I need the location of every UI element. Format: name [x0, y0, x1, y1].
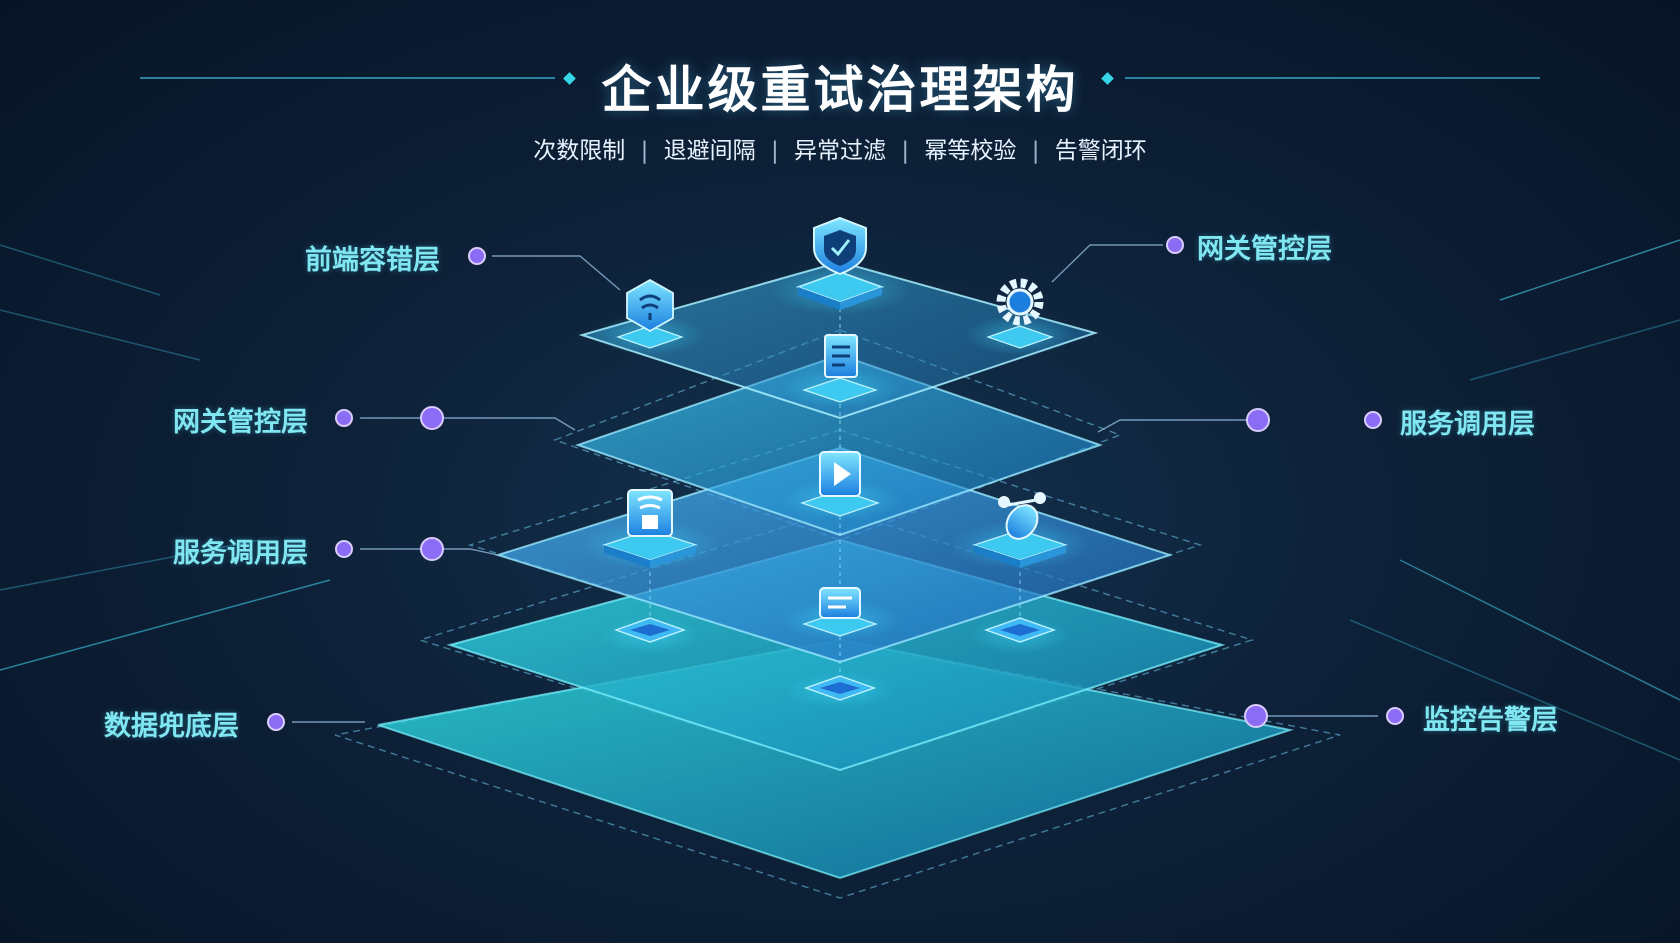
page-title: 企业级重试治理架构 — [601, 61, 1079, 119]
chip-icon — [613, 617, 1057, 701]
subtitle-item: 幂等校验 — [924, 138, 1017, 164]
label-gateway-control-top: 网关管控层 — [1197, 234, 1332, 265]
router-icon — [602, 489, 698, 568]
subtitle-separator: | — [1031, 138, 1040, 164]
message-icon — [802, 587, 878, 637]
subtitle-separator: | — [770, 138, 779, 164]
shield-icon — [795, 216, 885, 310]
subtitle-item: 异常过滤 — [794, 138, 886, 164]
connector-lines — [292, 244, 1378, 723]
subtitle-separator: | — [640, 138, 649, 164]
background-streaks — [0, 77, 1680, 761]
hexagon-shield-icon — [616, 278, 684, 349]
subtitle-item: 次数限制 — [533, 138, 626, 164]
label-service-call-right: 服务调用层 — [1400, 409, 1535, 440]
subtitle-bar: 次数限制 | 退避间隔 | 异常过滤 | 幂等校验 | 告警闭环 — [0, 131, 1680, 165]
label-service-call: 服务调用层 — [173, 538, 308, 569]
label-gateway-control: 网关管控层 — [173, 407, 308, 438]
subtitle-separator: | — [901, 138, 910, 164]
label-data-fallback: 数据兜底层 — [104, 711, 239, 742]
label-monitoring-alert: 监控告警层 — [1423, 705, 1558, 736]
play-icon — [800, 451, 880, 517]
label-frontend-tolerance: 前端容错层 — [305, 245, 440, 276]
gear-icon — [986, 278, 1054, 349]
subtitle-item: 退避间隔 — [663, 138, 756, 164]
satellite-icon — [972, 492, 1068, 568]
document-icon — [802, 334, 878, 403]
label-nodes — [267, 236, 1404, 731]
subtitle-item: 告警闭环 — [1054, 138, 1147, 164]
